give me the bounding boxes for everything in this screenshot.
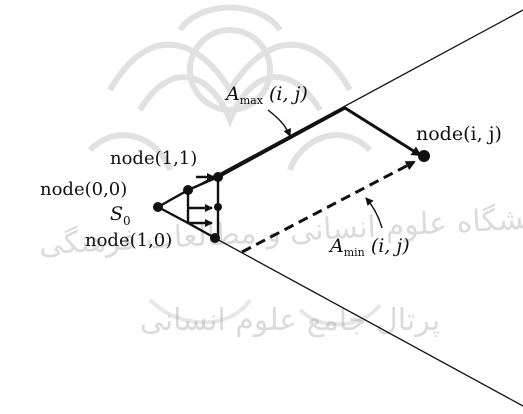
node-i-j-dot [418,150,430,162]
amax-path [217,106,422,179]
node-i-j-label: node(i, j) [416,123,502,145]
amax-label-pointer [267,109,291,137]
origin-moves [157,173,220,240]
amin-label-pointer [365,197,383,229]
watermark-line-2: پرتال جامع علوم انسانی [140,303,440,338]
node-1-0-dot [210,233,220,243]
amin-path [241,160,416,254]
node-0-0-label: node(0,0) [40,179,127,200]
node-mid-dot [214,203,222,211]
node-1-1-label: node(1,1) [110,148,197,169]
amax-label: Amax (i, j) [224,83,308,107]
s0-label: S0 [110,203,131,228]
watermark-emblem-lower [148,298,382,327]
node-0-0-dot [183,185,193,195]
node-1-1-dot [213,172,223,182]
node-1-0-label: node(1,0) [85,230,172,251]
node-s0-dot [153,202,163,212]
amin-label: Amin (i, j) [328,235,410,259]
watermark-emblem [87,4,373,172]
